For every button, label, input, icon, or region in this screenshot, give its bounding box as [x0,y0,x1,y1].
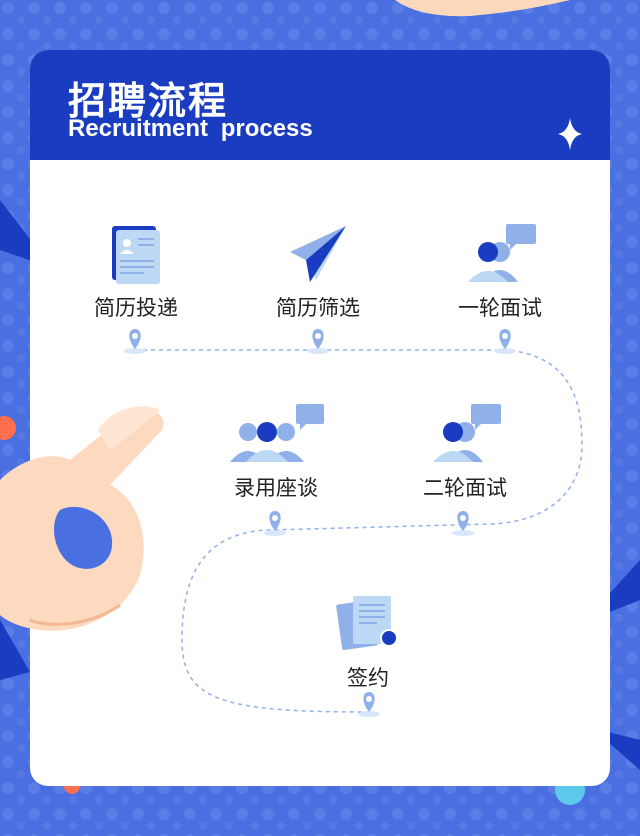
step-label: 二轮面试 [423,476,507,500]
pin-icon [264,511,286,536]
ok-hand-illustration [0,406,164,631]
step-first-interview: 一轮面试 [420,222,580,322]
resume-icon [112,226,160,284]
card-header: 招聘流程 Recruitment process [30,50,610,160]
step-offer-talk: 录用座谈 [196,402,356,502]
paper-plane-icon [290,226,346,282]
pin-icon [358,692,380,717]
interview-icon [433,404,501,462]
group-talk-icon [230,404,324,462]
step-label: 签约 [347,666,389,690]
flow-path [135,349,583,713]
pin-icon [307,329,329,354]
step-second-interview: 二轮面试 [385,402,545,502]
interview-icon [468,224,536,282]
step-contract: 签约 [288,592,448,692]
step-label: 一轮面试 [458,296,542,320]
pin-icon [494,329,516,354]
sparkle-icon [558,118,582,150]
step-resume-screen: 简历筛选 [238,222,398,322]
pin-icon [452,511,474,536]
step-label: 简历筛选 [276,296,360,320]
step-resume-submit: 简历投递 [56,222,216,322]
page-title: 招聘流程 [68,79,229,123]
step-label: 录用座谈 [234,476,318,500]
page-subtitle: Recruitment process [68,115,313,142]
step-label: 简历投递 [94,296,178,320]
pin-icon [124,329,146,354]
contract-icon [336,596,398,651]
